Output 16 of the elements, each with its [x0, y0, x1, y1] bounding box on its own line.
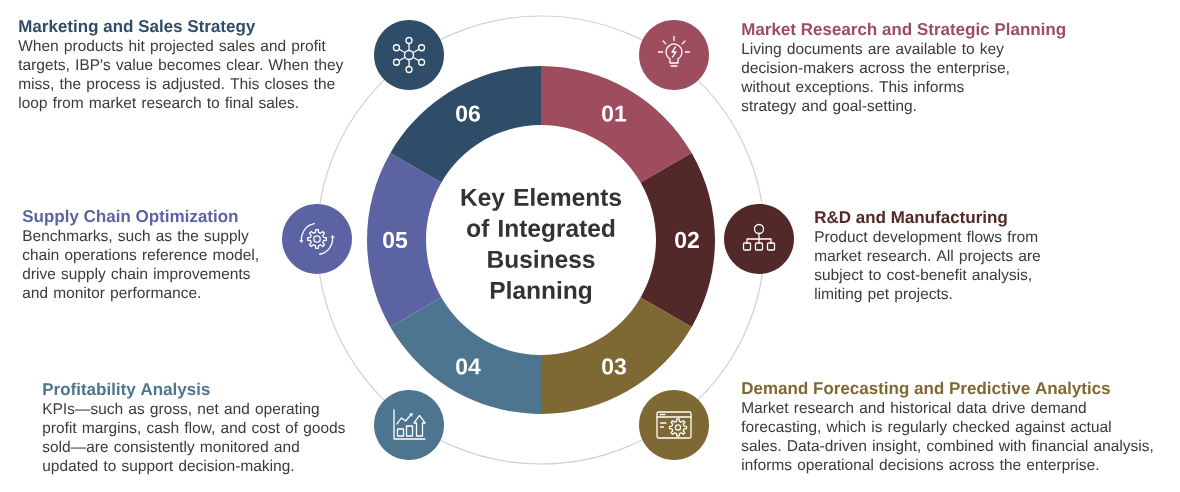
section-heading: R&D and Manufacturing — [815, 210, 1007, 227]
ring-segment: 02 — [640, 153, 715, 327]
description-text: Product development flows from market research. All projects are subject to cost-benefit analysis, limiting pet projects. — [814, 230, 1041, 303]
section-heading: Market Research and Strategic Planning — [742, 22, 1066, 39]
section-heading: Demand Forecasting and Predictive Analytics — [742, 381, 1110, 398]
ring-segment: 06 — [390, 66, 541, 183]
section-heading: Marketing and Sales Strategy — [19, 19, 256, 36]
section-heading: Supply Chain Optimization — [22, 209, 238, 226]
ring-segment: 05 — [367, 153, 442, 327]
description-text: KPIs—such as gross, net and operating profit margins, cash flow, and cost of goods sold—are consistently monitored and updated to support decision-making. — [42, 402, 345, 475]
description-text: Benchmarks, such as the supply chain operations reference model, drive supply chain improvements and monitor performance. — [22, 229, 258, 302]
section-heading: Profitability Analysis — [43, 382, 210, 399]
description-text: Living documents are available to key decision-makers across the enterprise, without exceptions. This informs strategy and goal-setting. — [741, 42, 1009, 115]
ring-segment: 01 — [541, 66, 692, 183]
description-text: When products hit projected sales and profit targets, IBP's value becomes clear. When they miss, the process is adjusted. This closes the loop from market research to final sales. — [18, 39, 344, 112]
description-text: Market research and historical data drive demand forecasting, which is regularly checked against actual sales. Data-driven insight, combined with financial analysis, informs operational decisions across the enterprise. — [741, 401, 1153, 474]
